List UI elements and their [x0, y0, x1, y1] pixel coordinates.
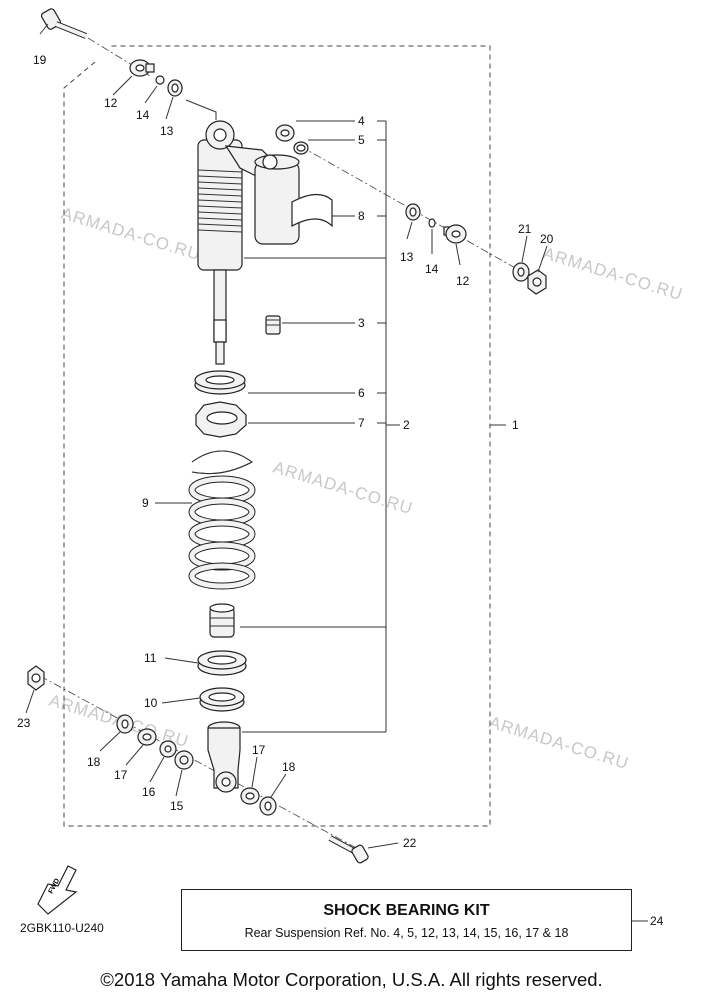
washer-21 — [512, 262, 530, 282]
locknut-6 — [194, 370, 246, 395]
bolt-22 — [328, 835, 369, 864]
callout-17-right: 17 — [252, 743, 266, 757]
collar-17-right — [240, 787, 260, 805]
callouts: 1 2 3 4 5 6 7 8 9 10 11 12 12 13 13 14 1… — [17, 53, 664, 928]
band-8 — [291, 193, 333, 228]
oring-14-right — [428, 218, 436, 228]
callout-8: 8 — [358, 209, 365, 223]
washer-18-left — [116, 714, 134, 734]
collar-12-upper — [129, 59, 155, 77]
collar-17-left — [137, 728, 157, 746]
shock-body — [185, 99, 300, 343]
callout-20: 20 — [540, 232, 554, 246]
lower-clevis — [207, 721, 241, 793]
bump-stop — [209, 603, 235, 638]
nut-20 — [527, 269, 547, 295]
callout-15: 15 — [170, 799, 184, 813]
callout-18-left: 18 — [87, 755, 101, 769]
kit-info-box: SHOCK BEARING KIT Rear Suspension Ref. N… — [181, 889, 632, 951]
callout-3: 3 — [358, 316, 365, 330]
callout-14-upper: 14 — [136, 108, 150, 122]
bushing-4 — [275, 124, 295, 142]
callout-1: 1 — [512, 418, 519, 432]
callout-7: 7 — [358, 416, 365, 430]
washer-13-right — [405, 203, 421, 221]
callout-2: 2 — [403, 418, 410, 432]
kit-description: Rear Suspension Ref. No. 4, 5, 12, 13, 1… — [244, 926, 569, 940]
rod-pin — [215, 341, 225, 365]
nut-23 — [27, 665, 45, 691]
callout-5: 5 — [358, 133, 365, 147]
watermarks: ARMADA-CO.RU ARMADA-CO.RU ARMADA-CO.RU A… — [47, 204, 685, 774]
bracket-lines — [25, 23, 648, 922]
fwd-arrow-icon: FWD — [37, 865, 78, 915]
copyright-notice: ©2018 Yamaha Motor Corporation, U.S.A. A… — [100, 969, 603, 990]
axis-bottom — [39, 675, 361, 851]
bearing-16 — [159, 740, 177, 758]
watermark-3: ARMADA-CO.RU — [271, 458, 415, 519]
stopper-ring-10 — [199, 687, 245, 712]
bolt-19 — [40, 8, 88, 39]
callout-9: 9 — [142, 496, 149, 510]
callout-23: 23 — [17, 716, 31, 730]
callout-17-left: 17 — [114, 768, 128, 782]
callout-6: 6 — [358, 386, 365, 400]
assembly-outline — [63, 45, 491, 827]
callout-18-right: 18 — [282, 760, 296, 774]
callout-12-upper: 12 — [104, 96, 118, 110]
callout-12-right: 12 — [456, 274, 470, 288]
spring-seat-11 — [197, 650, 247, 676]
callout-13-upper: 13 — [160, 124, 174, 138]
watermark-1: ARMADA-CO.RU — [59, 204, 203, 265]
spring-9 — [188, 450, 256, 590]
washer-13-upper — [167, 79, 183, 97]
callout-16: 16 — [142, 785, 156, 799]
callout-22: 22 — [403, 836, 417, 850]
callout-10: 10 — [144, 696, 158, 710]
callout-13-right: 13 — [400, 250, 414, 264]
callout-11: 11 — [144, 651, 157, 665]
watermark-2: ARMADA-CO.RU — [541, 244, 685, 305]
valve-3 — [265, 315, 281, 335]
callout-24: 24 — [650, 914, 664, 928]
oring-14-upper — [155, 75, 165, 85]
bearing-15 — [174, 750, 194, 770]
callout-19: 19 — [33, 53, 47, 67]
callout-4: 4 — [358, 114, 365, 128]
diagram-code: 2GBK110-U240 — [20, 921, 104, 935]
seal-5 — [293, 141, 309, 155]
kit-title: SHOCK BEARING KIT — [323, 902, 490, 919]
axis-top-right — [299, 145, 541, 283]
callout-14-right: 14 — [425, 262, 439, 276]
adjuster-7 — [195, 401, 247, 438]
collar-12-right — [443, 224, 467, 244]
watermark-5: ARMADA-CO.RU — [487, 713, 631, 774]
callout-21: 21 — [518, 222, 532, 236]
washer-18-right — [259, 796, 277, 816]
